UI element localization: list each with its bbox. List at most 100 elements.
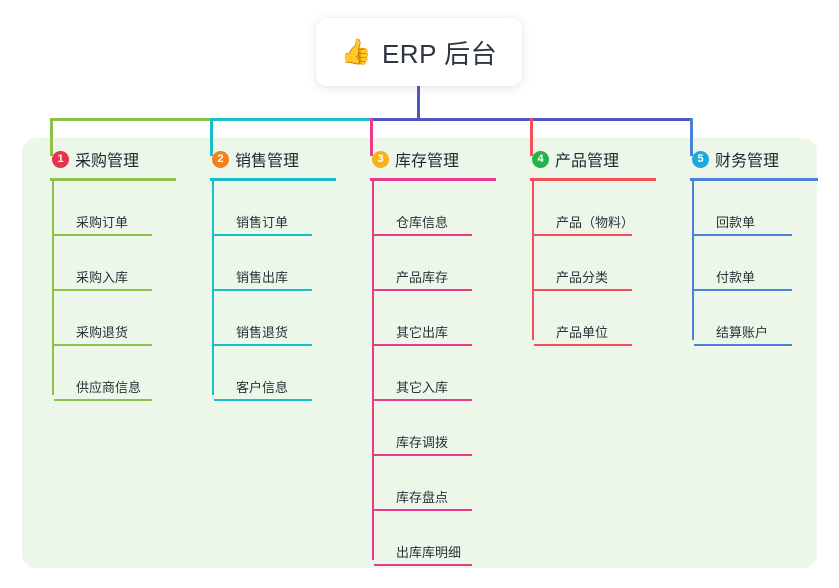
list-item[interactable]: 结算账户 xyxy=(692,291,828,346)
list-item[interactable]: 回款单 xyxy=(692,181,828,236)
list-item-label: 回款单 xyxy=(716,215,756,230)
list-item[interactable]: 库存盘点 xyxy=(372,456,508,511)
list-item[interactable]: 产品单位 xyxy=(532,291,668,346)
column-items: 产品（物料） 产品分类产品单位 xyxy=(532,181,668,346)
drop-connector-4 xyxy=(530,118,533,156)
diagram-panel xyxy=(22,138,817,568)
list-item-divider xyxy=(694,289,792,291)
list-item-label: 其它出库 xyxy=(396,325,449,340)
column-header-4[interactable]: 4 产品管理 xyxy=(518,146,668,172)
bus-connector-segment xyxy=(370,118,533,121)
column-divider xyxy=(210,178,336,181)
root-stem-connector xyxy=(417,86,420,120)
column-title: 库存管理 xyxy=(395,153,460,170)
list-item[interactable]: 销售出库 xyxy=(212,236,348,291)
column-spine xyxy=(52,181,54,395)
list-item-label: 结算账户 xyxy=(716,325,769,340)
column-badge-icon: 2 xyxy=(212,150,229,168)
list-item-label: 其它入库 xyxy=(396,380,449,395)
bus-connector-segment xyxy=(530,118,693,121)
column-divider xyxy=(370,178,496,181)
list-item[interactable]: 产品（物料） xyxy=(532,181,668,236)
list-item-label: 销售订单 xyxy=(236,215,289,230)
column-title: 产品管理 xyxy=(555,153,620,170)
drop-connector-5 xyxy=(690,118,693,156)
list-item[interactable]: 供应商信息 xyxy=(52,346,188,401)
list-item[interactable]: 采购入库 xyxy=(52,236,188,291)
list-item-label: 产品（物料） xyxy=(556,215,635,230)
column-title: 销售管理 xyxy=(235,153,300,170)
list-item-divider xyxy=(534,289,632,291)
list-item-label: 销售退货 xyxy=(236,325,289,340)
column-4: 4 产品管理产品（物料） 产品分类产品单位 xyxy=(518,146,668,346)
list-item-divider xyxy=(534,344,632,346)
column-badge-icon: 3 xyxy=(372,150,389,168)
list-item[interactable]: 出库库明细 xyxy=(372,511,508,566)
drop-connector-3 xyxy=(370,118,373,156)
column-2: 2 销售管理销售订单销售出库销售退货客户信息 xyxy=(198,146,348,401)
column-3: 3 库存管理仓库信息产品库存其它出库其它入库库存调拨库存盘点出库库明细 xyxy=(358,146,508,566)
column-spine xyxy=(212,181,214,395)
list-item[interactable]: 采购退货 xyxy=(52,291,188,346)
list-item-divider xyxy=(374,234,472,236)
column-spine xyxy=(532,181,534,340)
column-spine xyxy=(372,181,374,560)
column-header-1[interactable]: 1 采购管理 xyxy=(38,146,188,172)
column-title: 财务管理 xyxy=(715,153,780,170)
list-item-label: 采购订单 xyxy=(76,215,129,230)
column-badge-icon: 4 xyxy=(532,150,549,168)
column-title: 采购管理 xyxy=(75,153,140,170)
column-spine xyxy=(692,181,694,340)
list-item-label: 仓库信息 xyxy=(396,215,449,230)
list-item[interactable]: 客户信息 xyxy=(212,346,348,401)
root-node-content: 👍 ERP 后台 xyxy=(341,34,497,71)
list-item-divider xyxy=(374,289,472,291)
list-item-divider xyxy=(214,344,312,346)
thumbs-up-icon: 👍 xyxy=(340,37,372,66)
list-item[interactable]: 库存调拨 xyxy=(372,401,508,456)
root-node-card[interactable]: 👍 ERP 后台 xyxy=(316,18,522,86)
list-item-divider xyxy=(694,234,792,236)
column-badge-icon: 1 xyxy=(52,150,69,168)
list-item-label: 产品单位 xyxy=(556,325,609,340)
column-divider xyxy=(50,178,176,181)
list-item-label: 库存盘点 xyxy=(396,490,449,505)
list-item-label: 付款单 xyxy=(716,270,756,285)
list-item[interactable]: 采购订单 xyxy=(52,181,188,236)
list-item-label: 客户信息 xyxy=(236,380,289,395)
list-item-label: 供应商信息 xyxy=(76,380,142,395)
bus-connector-segment xyxy=(210,118,373,121)
drop-connector-2 xyxy=(210,118,213,156)
column-header-2[interactable]: 2 销售管理 xyxy=(198,146,348,172)
list-item-divider xyxy=(54,234,152,236)
list-item-divider xyxy=(54,344,152,346)
list-item-divider xyxy=(534,234,632,236)
column-items: 回款单付款单结算账户 xyxy=(692,181,828,346)
root-node-title: ERP 后台 xyxy=(381,38,498,69)
list-item[interactable]: 销售订单 xyxy=(212,181,348,236)
list-item-divider xyxy=(214,289,312,291)
drop-connector-1 xyxy=(50,118,53,156)
column-items: 销售订单销售出库销售退货客户信息 xyxy=(212,181,348,401)
list-item-divider xyxy=(374,509,472,511)
list-item[interactable]: 仓库信息 xyxy=(372,181,508,236)
column-items: 采购订单采购入库采购退货供应商信息 xyxy=(52,181,188,401)
list-item-divider xyxy=(374,454,472,456)
list-item[interactable]: 产品分类 xyxy=(532,236,668,291)
list-item[interactable]: 其它入库 xyxy=(372,346,508,401)
list-item-divider xyxy=(54,289,152,291)
column-header-3[interactable]: 3 库存管理 xyxy=(358,146,508,172)
list-item-label: 库存调拨 xyxy=(396,435,449,450)
list-item-divider xyxy=(214,234,312,236)
list-item-divider xyxy=(214,399,312,401)
list-item[interactable]: 销售退货 xyxy=(212,291,348,346)
list-item-divider xyxy=(374,399,472,401)
list-item-divider xyxy=(374,344,472,346)
column-divider xyxy=(690,178,818,181)
list-item[interactable]: 付款单 xyxy=(692,236,828,291)
list-item[interactable]: 其它出库 xyxy=(372,291,508,346)
list-item[interactable]: 产品库存 xyxy=(372,236,508,291)
list-item-divider xyxy=(54,399,152,401)
